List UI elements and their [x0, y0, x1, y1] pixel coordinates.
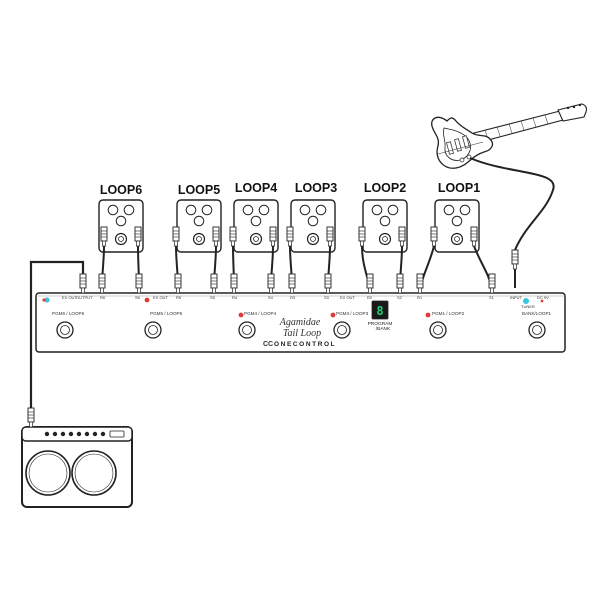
- brand-logo: CC ONECONTROL: [263, 341, 336, 348]
- jack-label: EX OUT: [340, 295, 355, 300]
- display-digit: 8: [376, 304, 383, 318]
- display-label: PROGRAM: [368, 321, 393, 327]
- jack-label: S4: [268, 295, 274, 300]
- pedal-loop2: [358, 199, 408, 253]
- footswitch-loop6[interactable]: [56, 321, 74, 339]
- status-led: [144, 297, 150, 303]
- logo-mark: CC: [263, 341, 273, 348]
- switch-label: PGM5 / LOOP5: [150, 311, 183, 316]
- guitar-cable: [469, 157, 555, 251]
- jack-label: EX OUT: [62, 295, 77, 300]
- pedal-loop1: [430, 199, 480, 253]
- footswitch-loop5[interactable]: [144, 321, 162, 339]
- status-led: [42, 298, 46, 302]
- switch-label: PGM6 / LOOP6: [52, 311, 85, 316]
- jack-label: DC 9V: [537, 295, 549, 300]
- switch-label: BANK/LOOP1: [522, 311, 552, 316]
- footswitch-loop4[interactable]: [238, 321, 256, 339]
- jack-label: S3: [324, 295, 330, 300]
- jack-label: OUTPUT: [76, 295, 93, 300]
- loop2-label: LOOP2: [364, 181, 406, 195]
- status-led: [238, 312, 244, 318]
- product-name: Tail Loop: [283, 328, 321, 339]
- jack-label: EX OUT: [153, 295, 168, 300]
- loop1-label: LOOP1: [438, 181, 480, 195]
- jack-label: S2: [397, 295, 403, 300]
- tuner-led: [523, 298, 529, 304]
- program-bank-display: 8 PROGRAM /BANK: [368, 300, 393, 332]
- jack-label: R6: [100, 295, 106, 300]
- footswitch-loop1[interactable]: [528, 321, 546, 339]
- switch-label: PGM3 / LOOP3: [336, 311, 369, 316]
- jack-label: R4: [232, 295, 238, 300]
- amp-input-plug: [27, 407, 35, 428]
- status-led: [330, 312, 336, 318]
- jack-label: R1: [417, 295, 423, 300]
- brand-name: ONECONTROL: [274, 341, 336, 348]
- jack-label: S6: [135, 295, 141, 300]
- amplifier-icon: [21, 426, 133, 508]
- jack-labels: EX OUT OUTPUT R6 S6 R5 S5 EX OUT R4 S4 R…: [62, 295, 549, 309]
- jack-label: R3: [290, 295, 296, 300]
- jack-label: INPUT: [510, 295, 523, 300]
- pedal-loop4: [229, 199, 279, 253]
- switch-label: PGM1 / LOOP2: [432, 311, 465, 316]
- footswitch-loop2[interactable]: [429, 321, 447, 339]
- status-led: [540, 299, 544, 303]
- display-label: /BANK: [376, 326, 391, 332]
- pedal-loop6: [98, 199, 144, 253]
- top-jacks: [79, 249, 519, 294]
- jack-label: TUNER: [521, 304, 535, 309]
- loop6-label: LOOP6: [100, 183, 142, 197]
- jack-label: S5: [210, 295, 216, 300]
- guitar-icon: [431, 103, 588, 169]
- loop5-label: LOOP5: [178, 183, 220, 197]
- pedal-loop5: [172, 199, 222, 253]
- jack-label: S1: [489, 295, 495, 300]
- status-led: [425, 312, 431, 318]
- jack-label: R5: [176, 295, 182, 300]
- switch-label: PGM4 / LOOP4: [244, 311, 277, 316]
- loop4-label: LOOP4: [235, 181, 277, 195]
- status-led: [44, 297, 50, 303]
- footswitch-loop3[interactable]: [333, 321, 351, 339]
- pedal-loop3: [286, 199, 336, 253]
- loop3-label: LOOP3: [295, 181, 337, 195]
- product-name: Agamidae: [279, 317, 321, 328]
- loop-switcher-unit: [35, 292, 566, 353]
- jack-label: R2: [367, 295, 373, 300]
